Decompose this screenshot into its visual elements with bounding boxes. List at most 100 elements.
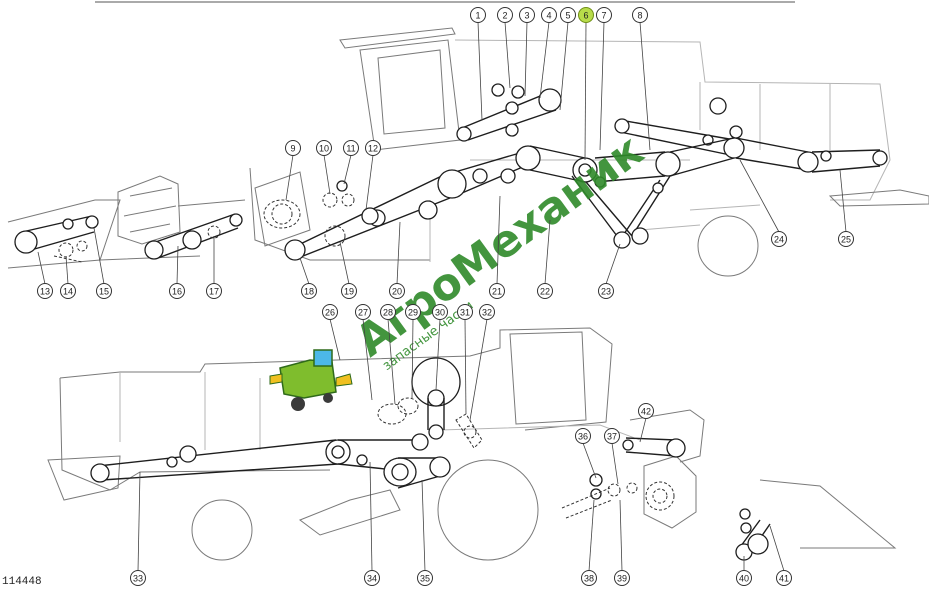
callout-2[interactable]: 2 xyxy=(497,7,513,23)
callout-circle xyxy=(96,283,112,299)
leader-line-18 xyxy=(299,257,310,285)
callout-circle xyxy=(598,283,614,299)
leader-line-16 xyxy=(176,245,179,285)
callout-3[interactable]: 3 xyxy=(519,7,535,23)
leader-line-19 xyxy=(339,241,350,285)
callout-circle xyxy=(417,570,433,586)
callout-36[interactable]: 36 xyxy=(575,428,591,444)
callout-circle xyxy=(206,283,222,299)
callout-32[interactable]: 32 xyxy=(479,304,495,320)
callout-4[interactable]: 4 xyxy=(541,7,557,23)
callout-22[interactable]: 22 xyxy=(537,283,553,299)
leader-line-27 xyxy=(362,318,373,401)
leader-line-12 xyxy=(365,154,374,211)
callout-40[interactable]: 40 xyxy=(736,570,752,586)
callout-number: 32 xyxy=(482,308,492,318)
callout-24[interactable]: 24 xyxy=(771,231,787,247)
callout-11[interactable]: 11 xyxy=(343,140,359,156)
callout-17[interactable]: 17 xyxy=(206,283,222,299)
callout-10[interactable]: 10 xyxy=(316,140,332,156)
callout-38[interactable]: 38 xyxy=(581,570,597,586)
callout-circle xyxy=(596,7,612,23)
upper-belt-system xyxy=(263,83,888,261)
callout-39[interactable]: 39 xyxy=(614,570,630,586)
callout-circle xyxy=(838,231,854,247)
leader-line-3 xyxy=(524,21,528,97)
watermark: АгроМеханик запасные части xyxy=(346,125,652,374)
leader-line-11 xyxy=(343,154,352,185)
callout-26[interactable]: 26 xyxy=(322,304,338,320)
callout-number: 24 xyxy=(774,235,784,245)
callout-42[interactable]: 42 xyxy=(638,403,654,419)
callout-circle xyxy=(316,140,332,156)
callout-number: 11 xyxy=(346,144,355,154)
callout-circle xyxy=(341,283,357,299)
callout-29[interactable]: 29 xyxy=(405,304,421,320)
callout-15[interactable]: 15 xyxy=(96,283,112,299)
callout-number: 9 xyxy=(290,144,295,154)
leader-line-25 xyxy=(839,169,847,233)
callout-number: 8 xyxy=(637,11,642,21)
callout-number: 1 xyxy=(475,11,480,21)
callout-20[interactable]: 20 xyxy=(389,283,405,299)
callout-number: 30 xyxy=(435,308,445,318)
callout-number: 33 xyxy=(133,574,143,584)
callout-37[interactable]: 37 xyxy=(604,428,620,444)
callout-circle xyxy=(364,570,380,586)
callout-1[interactable]: 1 xyxy=(470,7,486,23)
callout-circle xyxy=(541,7,557,23)
callout-8[interactable]: 8 xyxy=(632,7,648,23)
callout-41[interactable]: 41 xyxy=(776,570,792,586)
callout-21[interactable]: 21 xyxy=(489,283,505,299)
callout-18[interactable]: 18 xyxy=(301,283,317,299)
callout-6[interactable]: 6 xyxy=(578,7,594,23)
callout-28[interactable]: 28 xyxy=(380,304,396,320)
callout-31[interactable]: 31 xyxy=(457,304,473,320)
callout-leaders xyxy=(37,21,847,572)
left-small-diagrams xyxy=(7,175,246,269)
leader-line-4 xyxy=(539,21,550,99)
callout-12[interactable]: 12 xyxy=(365,140,381,156)
callout-16[interactable]: 16 xyxy=(169,283,185,299)
leader-line-42 xyxy=(639,417,647,443)
callout-circle xyxy=(432,304,448,320)
callout-number: 34 xyxy=(367,574,377,584)
callout-30[interactable]: 30 xyxy=(432,304,448,320)
leader-line-32 xyxy=(469,318,488,421)
callout-circle xyxy=(581,570,597,586)
callout-9[interactable]: 9 xyxy=(285,140,301,156)
callout-circle xyxy=(578,7,594,23)
leader-line-23 xyxy=(605,243,621,285)
callout-number: 29 xyxy=(408,308,418,318)
callout-25[interactable]: 25 xyxy=(838,231,854,247)
callout-13[interactable]: 13 xyxy=(37,283,53,299)
leader-line-34 xyxy=(369,461,373,572)
callout-number: 42 xyxy=(641,407,651,417)
leader-line-39 xyxy=(619,499,623,572)
callout-circle xyxy=(497,7,513,23)
callout-circle xyxy=(60,283,76,299)
callout-number: 17 xyxy=(209,287,219,297)
callout-number: 16 xyxy=(172,287,182,297)
callout-35[interactable]: 35 xyxy=(417,570,433,586)
leader-line-5 xyxy=(559,21,569,111)
callout-23[interactable]: 23 xyxy=(598,283,614,299)
callout-33[interactable]: 33 xyxy=(130,570,146,586)
leader-line-31 xyxy=(464,318,467,415)
callout-27[interactable]: 27 xyxy=(355,304,371,320)
callout-number: 22 xyxy=(540,287,550,297)
callout-7[interactable]: 7 xyxy=(596,7,612,23)
callout-circle xyxy=(37,283,53,299)
catalog-number: 114448 xyxy=(2,576,42,588)
leader-line-6 xyxy=(584,21,587,161)
callout-19[interactable]: 19 xyxy=(341,283,357,299)
leader-line-28 xyxy=(387,318,396,405)
leader-line-36 xyxy=(582,442,597,479)
callout-circle xyxy=(632,7,648,23)
callout-number: 3 xyxy=(524,11,529,21)
callout-5[interactable]: 5 xyxy=(560,7,576,23)
callout-34[interactable]: 34 xyxy=(364,570,380,586)
callout-number: 36 xyxy=(578,432,588,442)
callout-circle xyxy=(355,304,371,320)
callout-14[interactable]: 14 xyxy=(60,283,76,299)
